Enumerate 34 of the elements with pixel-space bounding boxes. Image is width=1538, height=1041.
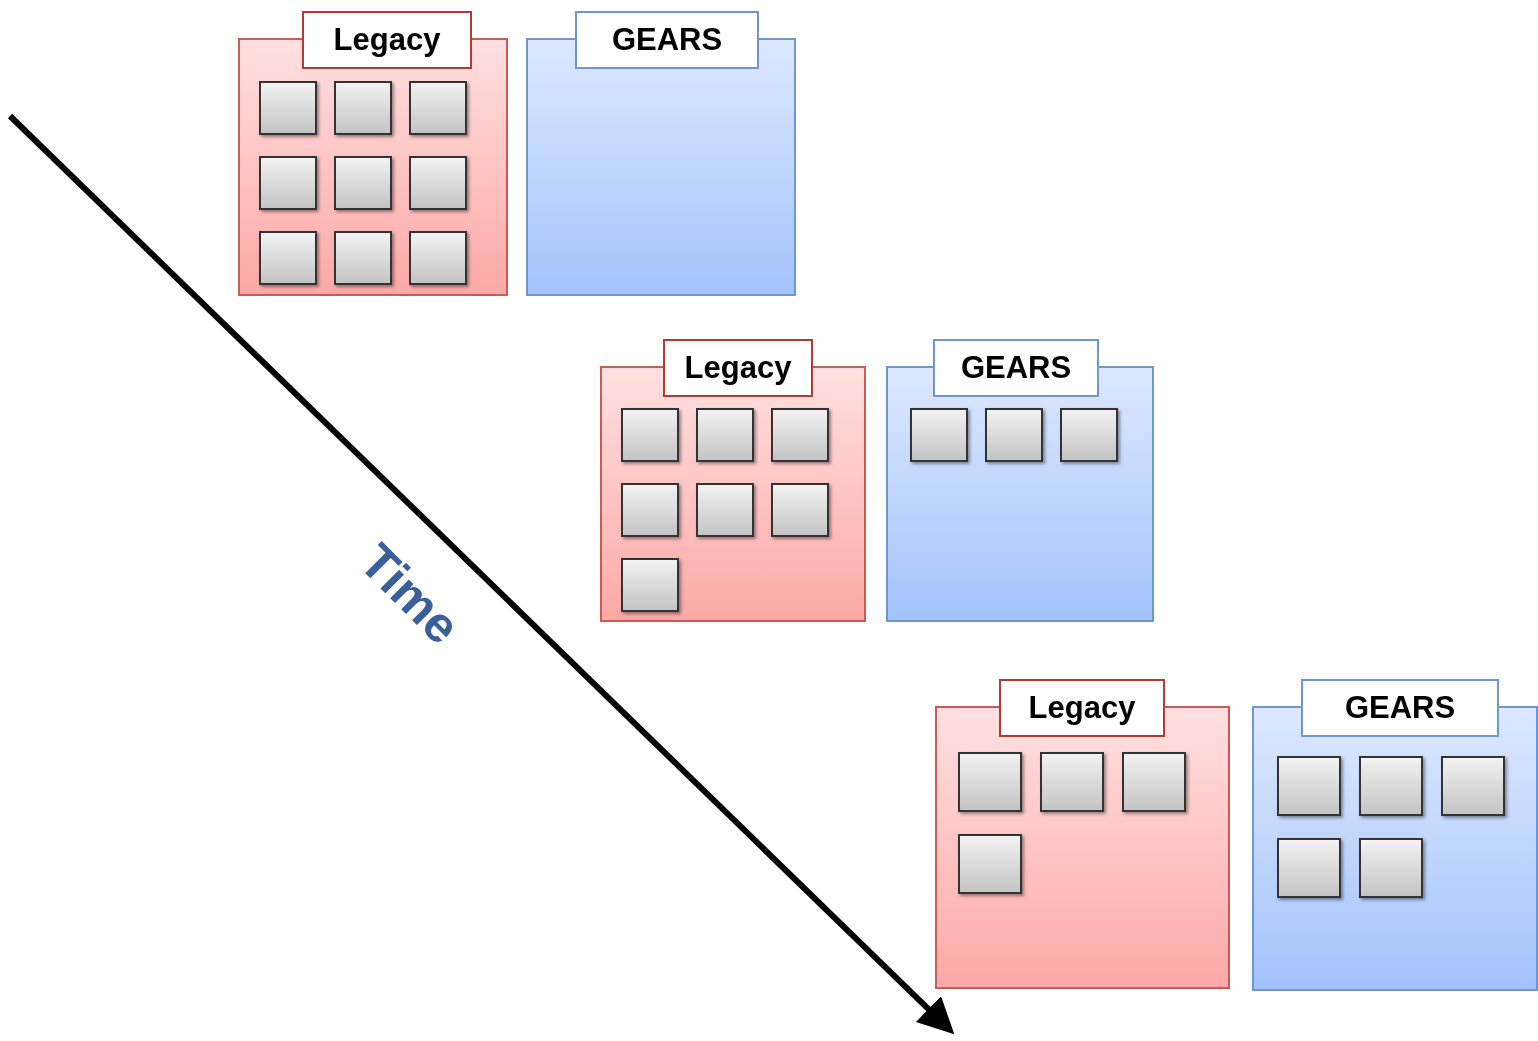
module-box bbox=[1060, 408, 1118, 462]
panel-title: GEARS bbox=[933, 339, 1099, 397]
module-box bbox=[334, 81, 392, 135]
module-box bbox=[771, 408, 829, 462]
module-box bbox=[910, 408, 968, 462]
module-box bbox=[1277, 838, 1341, 898]
module-box bbox=[771, 483, 829, 537]
module-box bbox=[1277, 756, 1341, 816]
module-box bbox=[958, 752, 1022, 812]
module-box bbox=[1040, 752, 1104, 812]
panel-title: Legacy bbox=[302, 11, 472, 69]
module-box bbox=[334, 231, 392, 285]
module-box bbox=[985, 408, 1043, 462]
module-box bbox=[1359, 756, 1423, 816]
module-box bbox=[1359, 838, 1423, 898]
module-box bbox=[409, 156, 467, 210]
module-box bbox=[621, 408, 679, 462]
module-box bbox=[621, 483, 679, 537]
panel-title: GEARS bbox=[575, 11, 759, 69]
module-box bbox=[259, 81, 317, 135]
module-box bbox=[259, 231, 317, 285]
module-box bbox=[696, 408, 754, 462]
module-box bbox=[621, 558, 679, 612]
module-box bbox=[1122, 752, 1186, 812]
panel-title: GEARS bbox=[1301, 679, 1499, 737]
module-box bbox=[696, 483, 754, 537]
panel-title: Legacy bbox=[663, 339, 813, 397]
panel-title: Legacy bbox=[999, 679, 1165, 737]
module-box bbox=[958, 834, 1022, 894]
module-box bbox=[259, 156, 317, 210]
module-box bbox=[409, 231, 467, 285]
module-box bbox=[334, 156, 392, 210]
module-box bbox=[1441, 756, 1505, 816]
module-box bbox=[409, 81, 467, 135]
